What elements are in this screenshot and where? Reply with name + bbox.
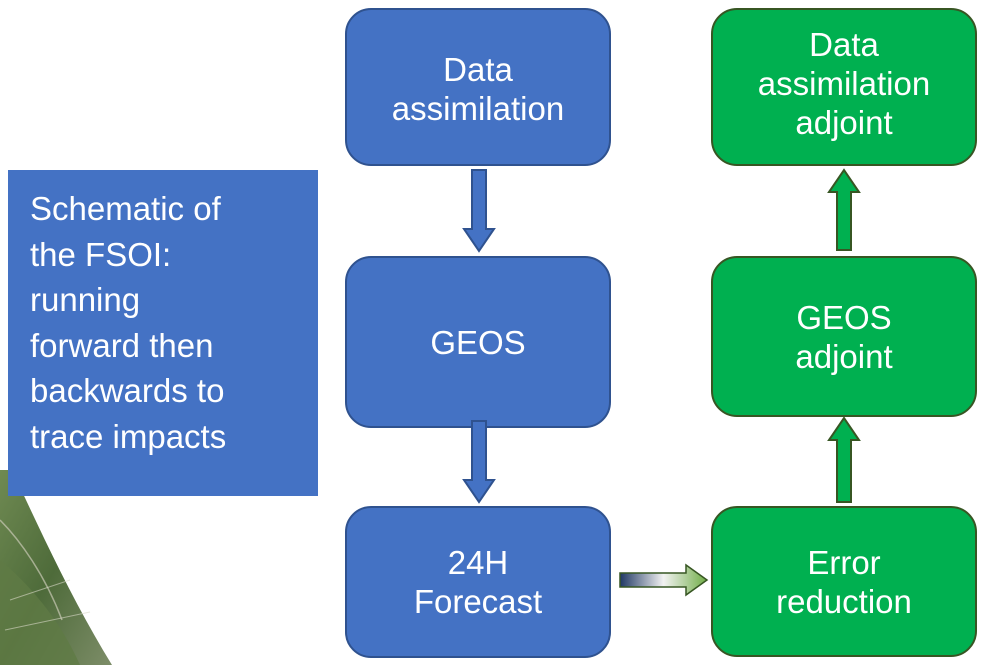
geos-box: GEOS bbox=[345, 256, 611, 428]
callout-line: trace impacts bbox=[30, 417, 227, 455]
geos-adjoint-label-line: adjoint bbox=[795, 337, 893, 375]
right-gradient-arrow-icon bbox=[619, 563, 709, 597]
forecast-box: 24H Forecast bbox=[345, 506, 611, 658]
error-reduction-label-line: reduction bbox=[776, 582, 912, 620]
forecast-label-line: Forecast bbox=[413, 583, 543, 620]
data-assimilation-adjoint-box: Data assimilation adjoint bbox=[711, 8, 977, 166]
forecast-label-line: 24H bbox=[447, 544, 509, 581]
down-arrow-icon bbox=[462, 420, 496, 504]
callout-line: forward then bbox=[30, 326, 214, 364]
callout-line: running bbox=[30, 281, 141, 318]
data-assimilation-label-line: assimilation bbox=[391, 90, 565, 127]
up-arrow-icon bbox=[827, 416, 861, 503]
geos-label: GEOS bbox=[430, 323, 526, 361]
geos-adjoint-label-line: GEOS bbox=[796, 298, 892, 336]
down-arrow-icon bbox=[462, 169, 496, 253]
up-arrow-icon bbox=[827, 168, 861, 251]
fsoi-description-callout: Schematic of the FSOI: running forward t… bbox=[8, 170, 318, 496]
data-assimilation-box: Data assimilation bbox=[345, 8, 611, 166]
geos-adjoint-box: GEOS adjoint bbox=[711, 256, 977, 417]
data-assimilation-adjoint-label-line: adjoint bbox=[795, 104, 893, 141]
error-reduction-box: Error reduction bbox=[711, 506, 977, 657]
callout-line: the FSOI: bbox=[30, 235, 172, 273]
data-assimilation-adjoint-label-line: assimilation bbox=[757, 65, 931, 102]
data-assimilation-adjoint-label-line: Data bbox=[809, 26, 879, 63]
callout-line: Schematic of bbox=[30, 190, 221, 227]
callout-line: backwards to bbox=[30, 372, 225, 409]
data-assimilation-label-line: Data bbox=[443, 51, 513, 88]
error-reduction-label-line: Error bbox=[807, 543, 881, 581]
